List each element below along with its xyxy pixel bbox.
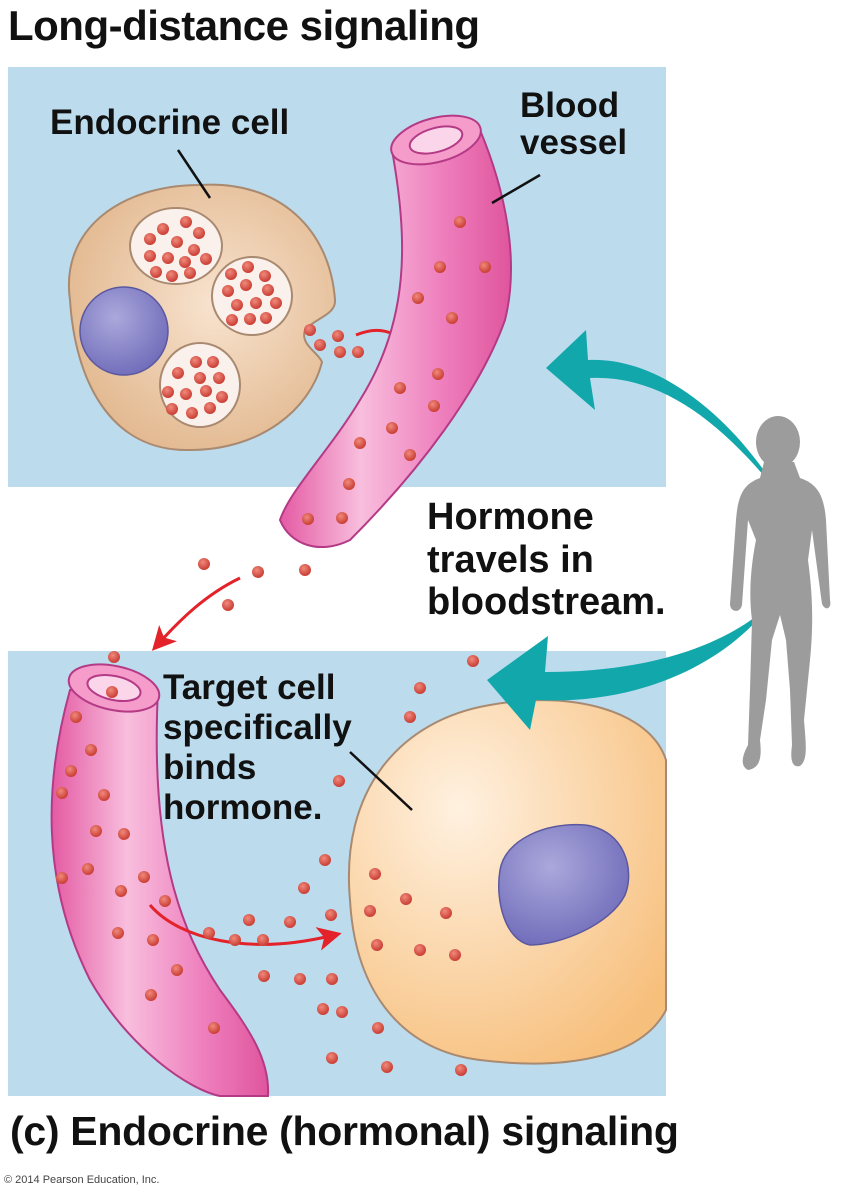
human-silhouette-icon	[730, 416, 831, 770]
extracellular-hormones	[203, 655, 479, 1076]
blood-vessel-lower	[50, 663, 342, 1097]
leader-line-target	[349, 751, 413, 811]
label-target-cell: Target cell specifically binds hormone.	[163, 668, 352, 827]
label-endocrine-cell: Endocrine cell	[50, 103, 290, 142]
figure-caption: (c) Endocrine (hormonal) signaling	[10, 1108, 679, 1154]
secretory-vesicle	[159, 342, 241, 428]
label-blood-vessel: Blood vessel	[520, 86, 628, 162]
figure-title: Long-distance signaling	[8, 2, 480, 49]
exocytosed-hormones	[304, 324, 364, 358]
leader-line-endocrine	[176, 149, 212, 199]
vesicle-hormones	[144, 216, 282, 419]
endocrine-nucleus	[79, 286, 169, 376]
blood-vessel-upper	[278, 114, 512, 549]
teal-arrow-lower	[487, 605, 770, 730]
target-nucleus	[498, 823, 630, 946]
label-hormone-travels: Hormone travels in bloodstream.	[427, 496, 666, 624]
bound-hormones	[364, 868, 461, 961]
leader-line-vessel	[491, 173, 541, 205]
travelling-hormones	[108, 558, 311, 663]
target-cell	[347, 699, 667, 1065]
copyright-notice: © 2014 Pearson Education, Inc.	[4, 1174, 160, 1186]
teal-arrow-upper	[546, 330, 780, 495]
endocrine-cell	[67, 183, 425, 452]
